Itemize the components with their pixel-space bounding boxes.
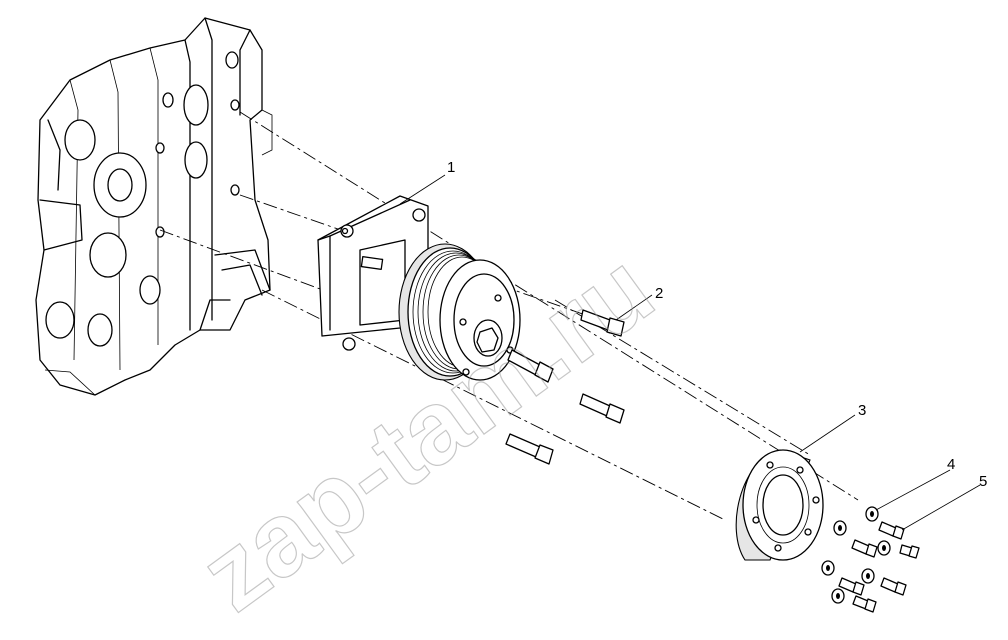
washer [821,560,835,576]
bolt [507,349,554,383]
bolt [838,577,865,596]
engine-block [35,17,273,396]
bolt [851,539,878,558]
callout-5: 5 [979,473,987,490]
callout-1: 1 [447,159,455,176]
callout-2: 2 [655,285,663,302]
bolt [579,393,625,424]
bolt [852,595,877,613]
pulley-hub [735,449,824,561]
washer [833,520,847,536]
bolt [880,577,907,596]
washer [861,568,875,584]
bolt [505,433,554,465]
pump-bolts [505,309,625,465]
callout-3: 3 [858,402,866,419]
water-pump [317,195,521,381]
bolt [580,309,625,337]
bolt [878,521,905,540]
washer [865,506,879,522]
washer [877,540,891,556]
bolt [899,544,920,559]
callout-4: 4 [947,456,955,473]
washers-and-bolts [821,506,920,613]
leader-lines [399,174,981,531]
washer [831,588,845,604]
